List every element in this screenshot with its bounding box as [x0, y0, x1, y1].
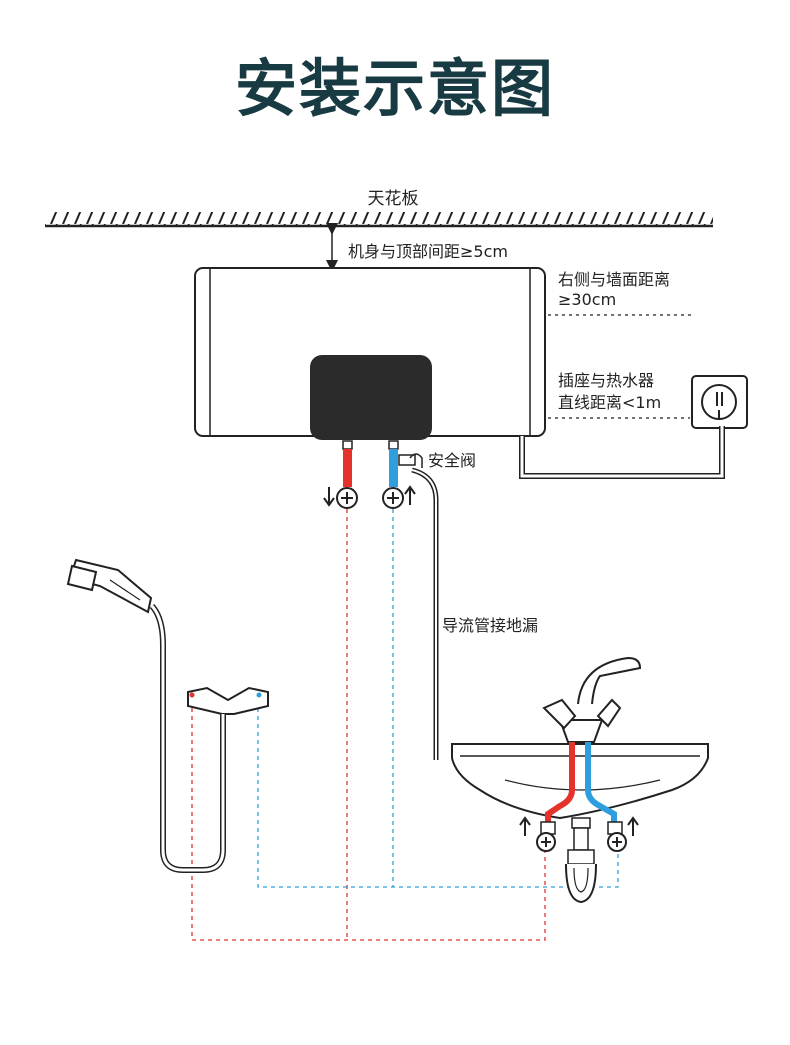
basin-hot-valve: [536, 821, 556, 852]
faucet: [542, 656, 642, 743]
drain-pipe: [411, 467, 439, 760]
basin-hot-arrow: [519, 816, 531, 836]
cold-water-lines: [257, 509, 619, 888]
hot-flow-down-arrow: [323, 487, 335, 507]
top-gap-label: 机身与顶部间距≥5cm: [348, 242, 508, 261]
cold-water-inlet: [382, 440, 404, 509]
wash-basin: [451, 743, 709, 820]
power-cord: [519, 426, 725, 479]
shower-head: [66, 558, 153, 614]
shower-mixer: [187, 686, 269, 715]
hot-water-outlet: [336, 440, 358, 509]
heater-control-panel: [310, 355, 432, 440]
socket-label-2: 直线距离<1m: [558, 393, 661, 412]
right-gap-label-1: 右侧与墙面距离: [558, 270, 670, 289]
water-heater: [194, 267, 546, 440]
basin-cold-valve: [607, 821, 627, 852]
power-socket: [691, 375, 748, 429]
right-gap-label-2: ≥30cm: [558, 290, 616, 309]
cold-flow-up-arrow: [404, 485, 416, 505]
safety-valve-label: 安全阀: [428, 451, 476, 470]
basin-cold-arrow: [627, 816, 639, 836]
socket-label-1: 插座与热水器: [558, 371, 654, 390]
basin-hot-pipe: [545, 742, 575, 828]
basin-cold-pipe: [585, 742, 617, 828]
ceiling: [45, 212, 713, 228]
hot-water-lines: [191, 509, 546, 941]
drain-pipe-label: 导流管接地漏: [442, 616, 538, 635]
safety-valve: [398, 453, 423, 468]
drain-trap: [565, 817, 597, 904]
page-title: 安装示意图: [234, 52, 555, 125]
ceiling-label: 天花板: [368, 189, 419, 209]
